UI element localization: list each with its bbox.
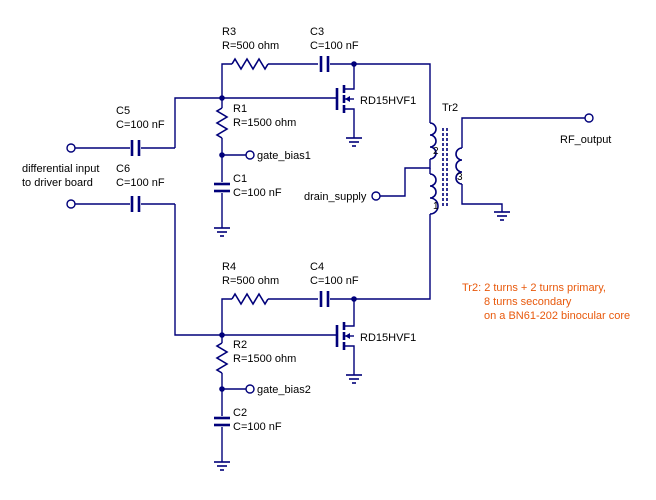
junction-bias1 [219, 152, 225, 158]
input-port-top[interactable] [66, 143, 76, 153]
capacitor-c5 [75, 140, 175, 156]
note-line2: 8 turns secondary [484, 296, 572, 308]
r4-value: R=500 ohm [222, 275, 279, 287]
c4-value: C=100 nF [310, 275, 359, 287]
capacitor-c2 [214, 416, 230, 462]
ground-c1-icon [214, 227, 230, 237]
c4-ref: C4 [310, 261, 324, 273]
input-label-line2: to driver board [22, 177, 93, 189]
gate-bias2-label: gate_bias2 [257, 384, 311, 396]
capacitor-c4 [319, 291, 354, 307]
ground-c2-icon [214, 461, 230, 471]
mosfet-q1 [335, 64, 355, 138]
input-label-line1: differential input [22, 163, 99, 175]
ground-q2-icon [346, 374, 362, 384]
r1-value: R=1500 ohm [233, 117, 296, 129]
resistor-r2 [215, 335, 229, 416]
capacitor-c1 [214, 182, 230, 228]
r2-ref: R2 [233, 339, 247, 351]
port-gate-bias1[interactable] [245, 150, 255, 160]
c2-ref: C2 [233, 407, 247, 419]
c3-value: C=100 nF [310, 40, 359, 52]
resistor-r3 [221, 57, 318, 98]
c6-value: C=100 nF [116, 177, 165, 189]
drain-supply-label: drain_supply [304, 191, 367, 203]
r3-ref: R3 [222, 26, 236, 38]
r2-value: R=1500 ohm [233, 353, 296, 365]
junction-bias2 [219, 386, 225, 392]
rf-output-label: RF_output [560, 134, 611, 146]
c1-ref: C1 [233, 173, 247, 185]
tr2-pin3: 3 [457, 172, 463, 183]
port-drain-supply[interactable] [371, 191, 381, 201]
r4-ref: R4 [222, 261, 236, 273]
mosfet-q2 [335, 299, 355, 375]
input-port-bottom[interactable] [66, 199, 76, 209]
wire-drain2-to-tr [354, 214, 431, 300]
c5-ref: C5 [116, 105, 130, 117]
c3-ref: C3 [310, 26, 324, 38]
junction-drain1 [351, 61, 357, 67]
resistor-r4 [221, 292, 318, 335]
port-gate-bias2[interactable] [245, 384, 255, 394]
gate-bias1-label: gate_bias1 [257, 150, 311, 162]
c5-value: C=100 nF [116, 119, 165, 131]
note-line1: Tr2: 2 turns + 2 turns primary, [462, 282, 606, 294]
port-rf-output[interactable] [584, 113, 594, 123]
junction-drain2 [351, 296, 357, 302]
ground-q1-icon [346, 137, 362, 147]
wire-in-top [174, 97, 222, 148]
transformer-tr2 [380, 117, 585, 215]
wire-in-bottom [174, 204, 222, 336]
r1-ref: R1 [233, 103, 247, 115]
resistor-r1 [215, 98, 229, 182]
q2-part: RD15HVF1 [360, 332, 416, 344]
wire-drain1-to-tr [354, 63, 431, 123]
capacitor-c3 [319, 56, 354, 72]
c1-value: C=100 nF [233, 187, 282, 199]
ground-secondary-icon [494, 211, 510, 221]
tr2-ref: Tr2 [442, 102, 458, 114]
tr2-pin1: 1 [433, 201, 439, 212]
q1-part: RD15HVF1 [360, 95, 416, 107]
c6-ref: C6 [116, 163, 130, 175]
tr2-pin2: 2 [433, 146, 439, 157]
note-line3: on a BN61-202 binocular core [484, 310, 630, 322]
r3-value: R=500 ohm [222, 40, 279, 52]
c2-value: C=100 nF [233, 421, 282, 433]
capacitor-c6 [75, 196, 175, 212]
